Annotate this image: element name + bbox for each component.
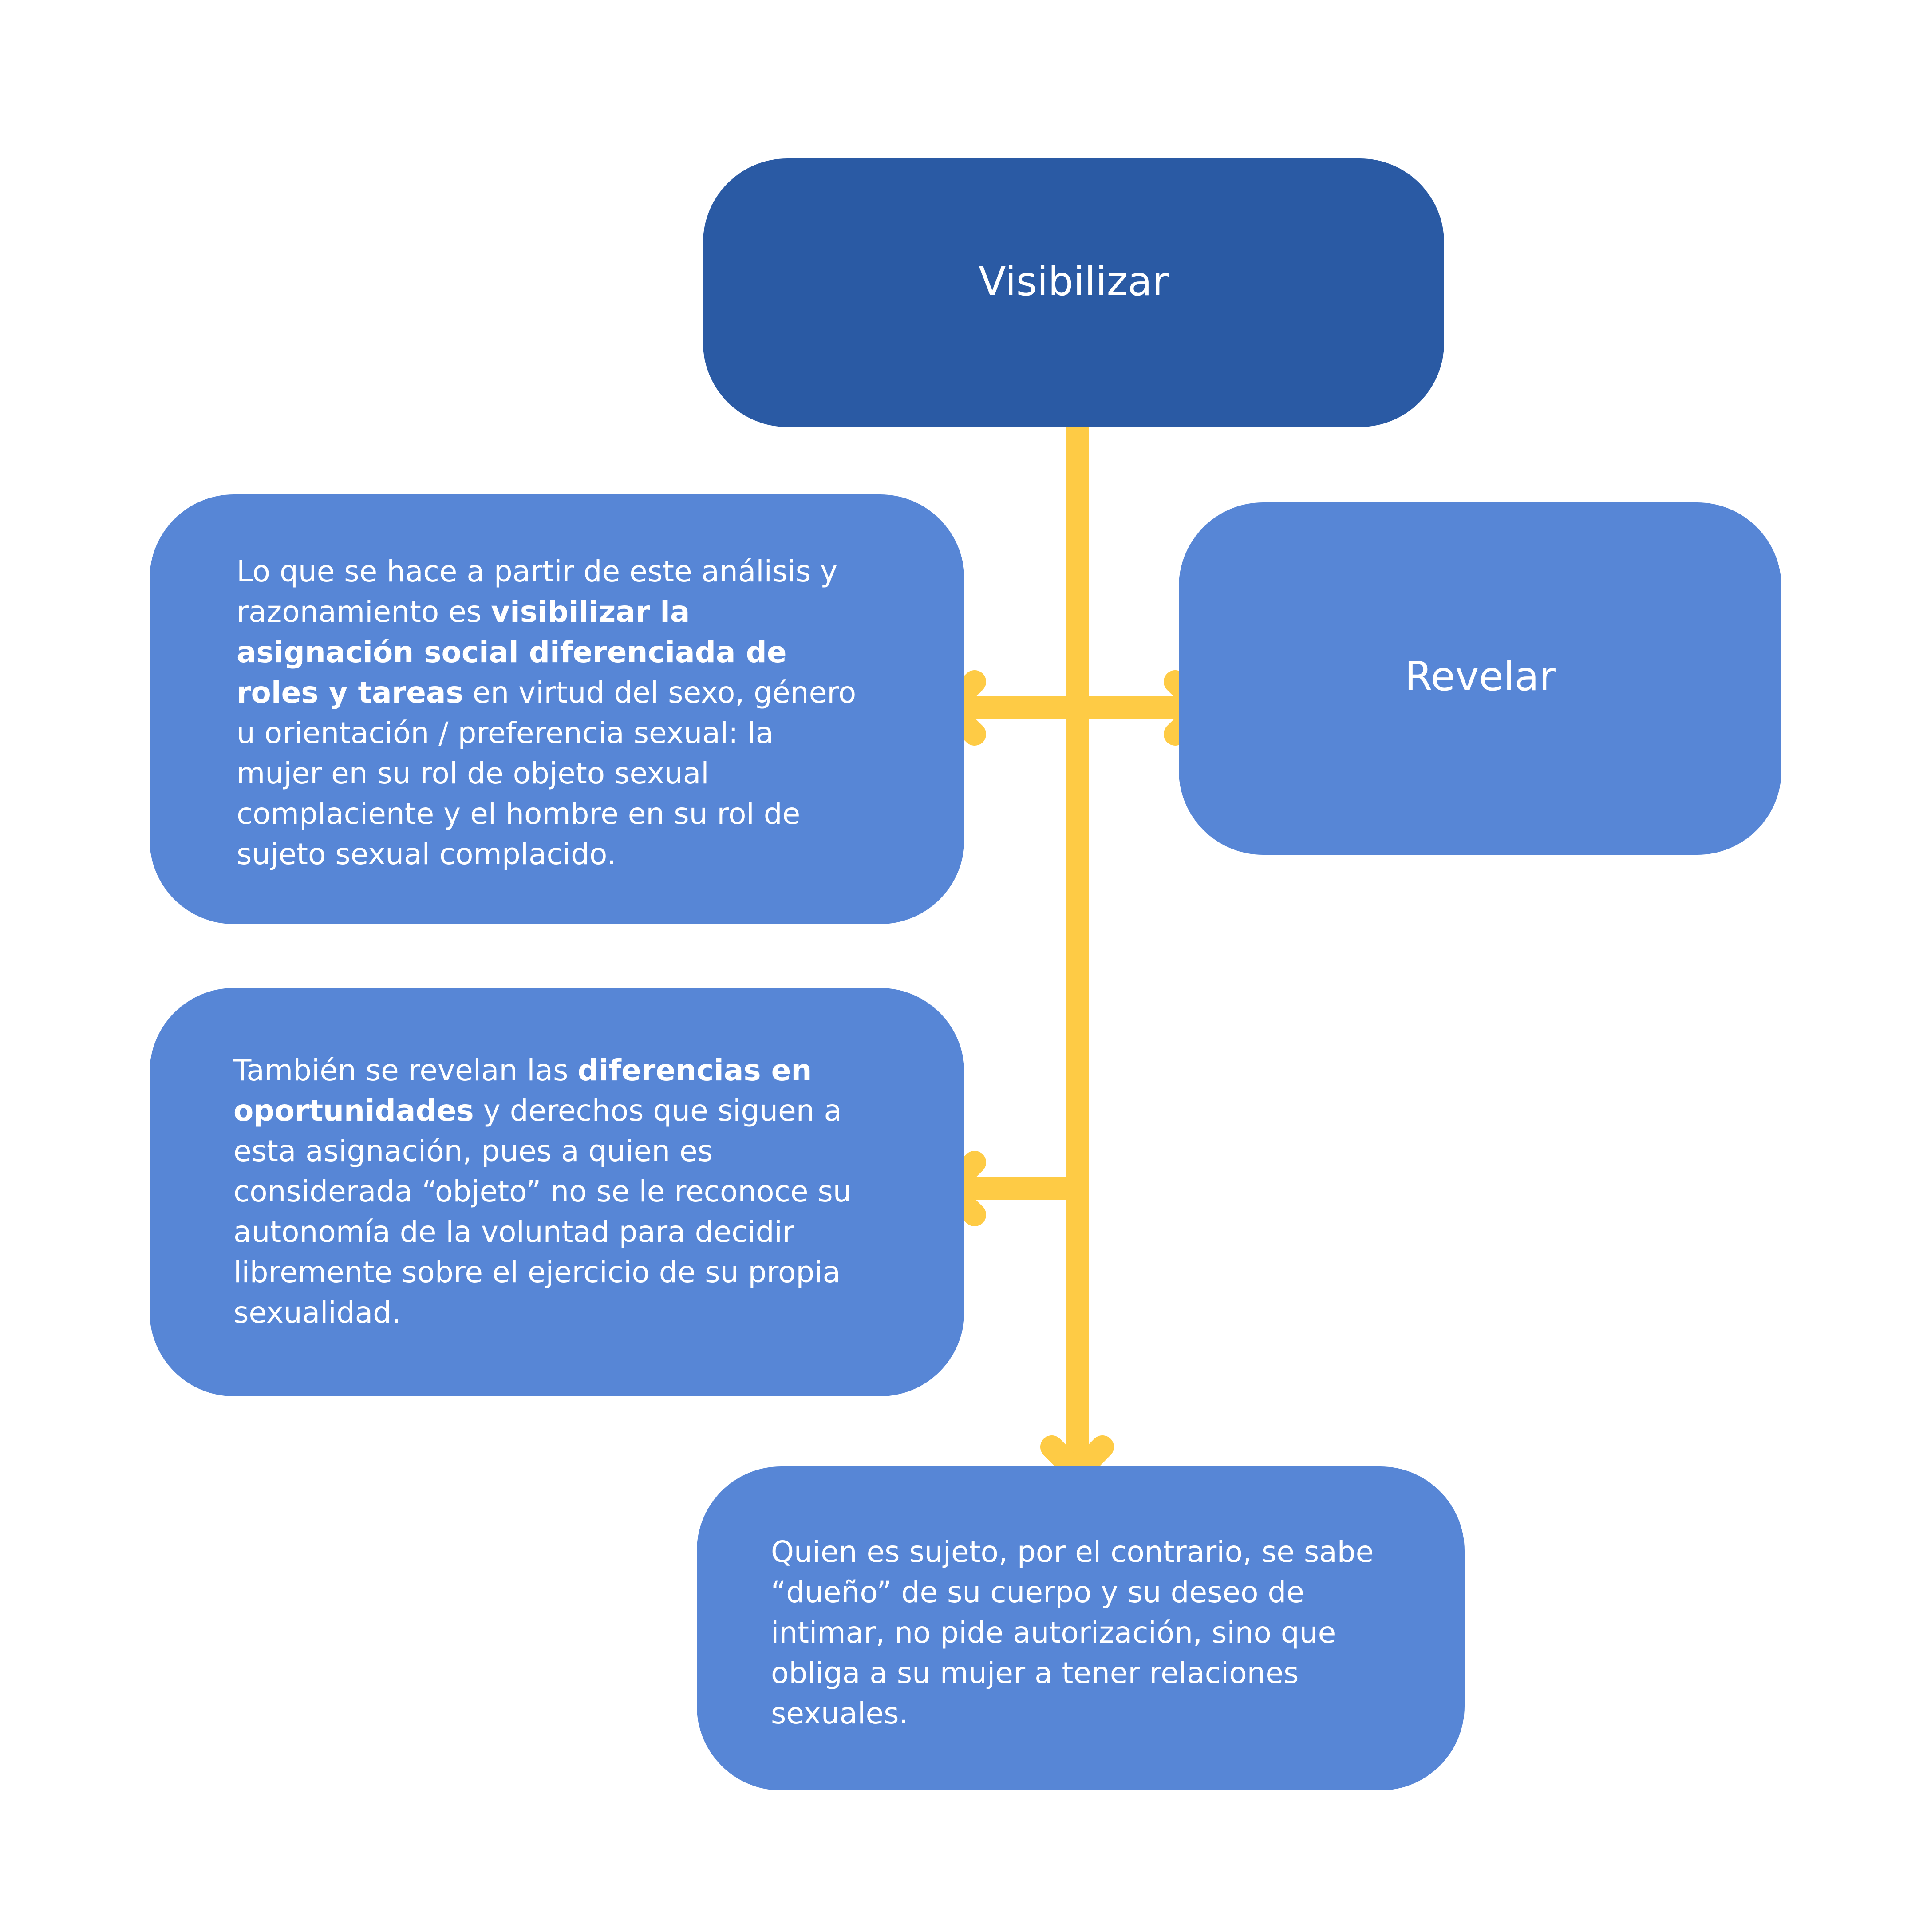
- node-analysis-text: Lo que se hace a partir de este análisis…: [237, 551, 867, 874]
- analysis-text-part-1: Lo que se hace a partir de este análisis…: [237, 554, 838, 629]
- node-subject: Quien es sujeto, por el contrario, se sa…: [697, 1466, 1465, 1790]
- subject-text-part-1: Quien es sujeto, por el contrario, se sa…: [771, 1535, 1374, 1731]
- opportunities-text-part-1: También se revelan las: [233, 1053, 578, 1087]
- node-revelar: Revelar: [1179, 502, 1781, 855]
- node-revelar-label: Revelar: [1405, 653, 1556, 700]
- node-opportunities: También se revelan las diferencias en op…: [150, 988, 964, 1396]
- opportunities-text-part-2: y derechos que siguen a esta asignación,…: [233, 1094, 852, 1330]
- node-visibilizar: Visibilizar: [703, 158, 1444, 427]
- opportunities-bold-text: diferencias en oportunidades: [233, 1053, 812, 1128]
- node-opportunities-text: También se revelan las diferencias en op…: [233, 1050, 886, 1333]
- node-visibilizar-label: Visibilizar: [978, 258, 1169, 305]
- node-subject-text: Quien es sujeto, por el contrario, se sa…: [771, 1532, 1414, 1734]
- node-analysis: Lo que se hace a partir de este análisis…: [150, 494, 964, 924]
- analysis-text-part-2: en virtud del sexo, género u orientación…: [237, 676, 857, 871]
- analysis-bold-text: visibilizar la asignación social diferen…: [237, 595, 787, 710]
